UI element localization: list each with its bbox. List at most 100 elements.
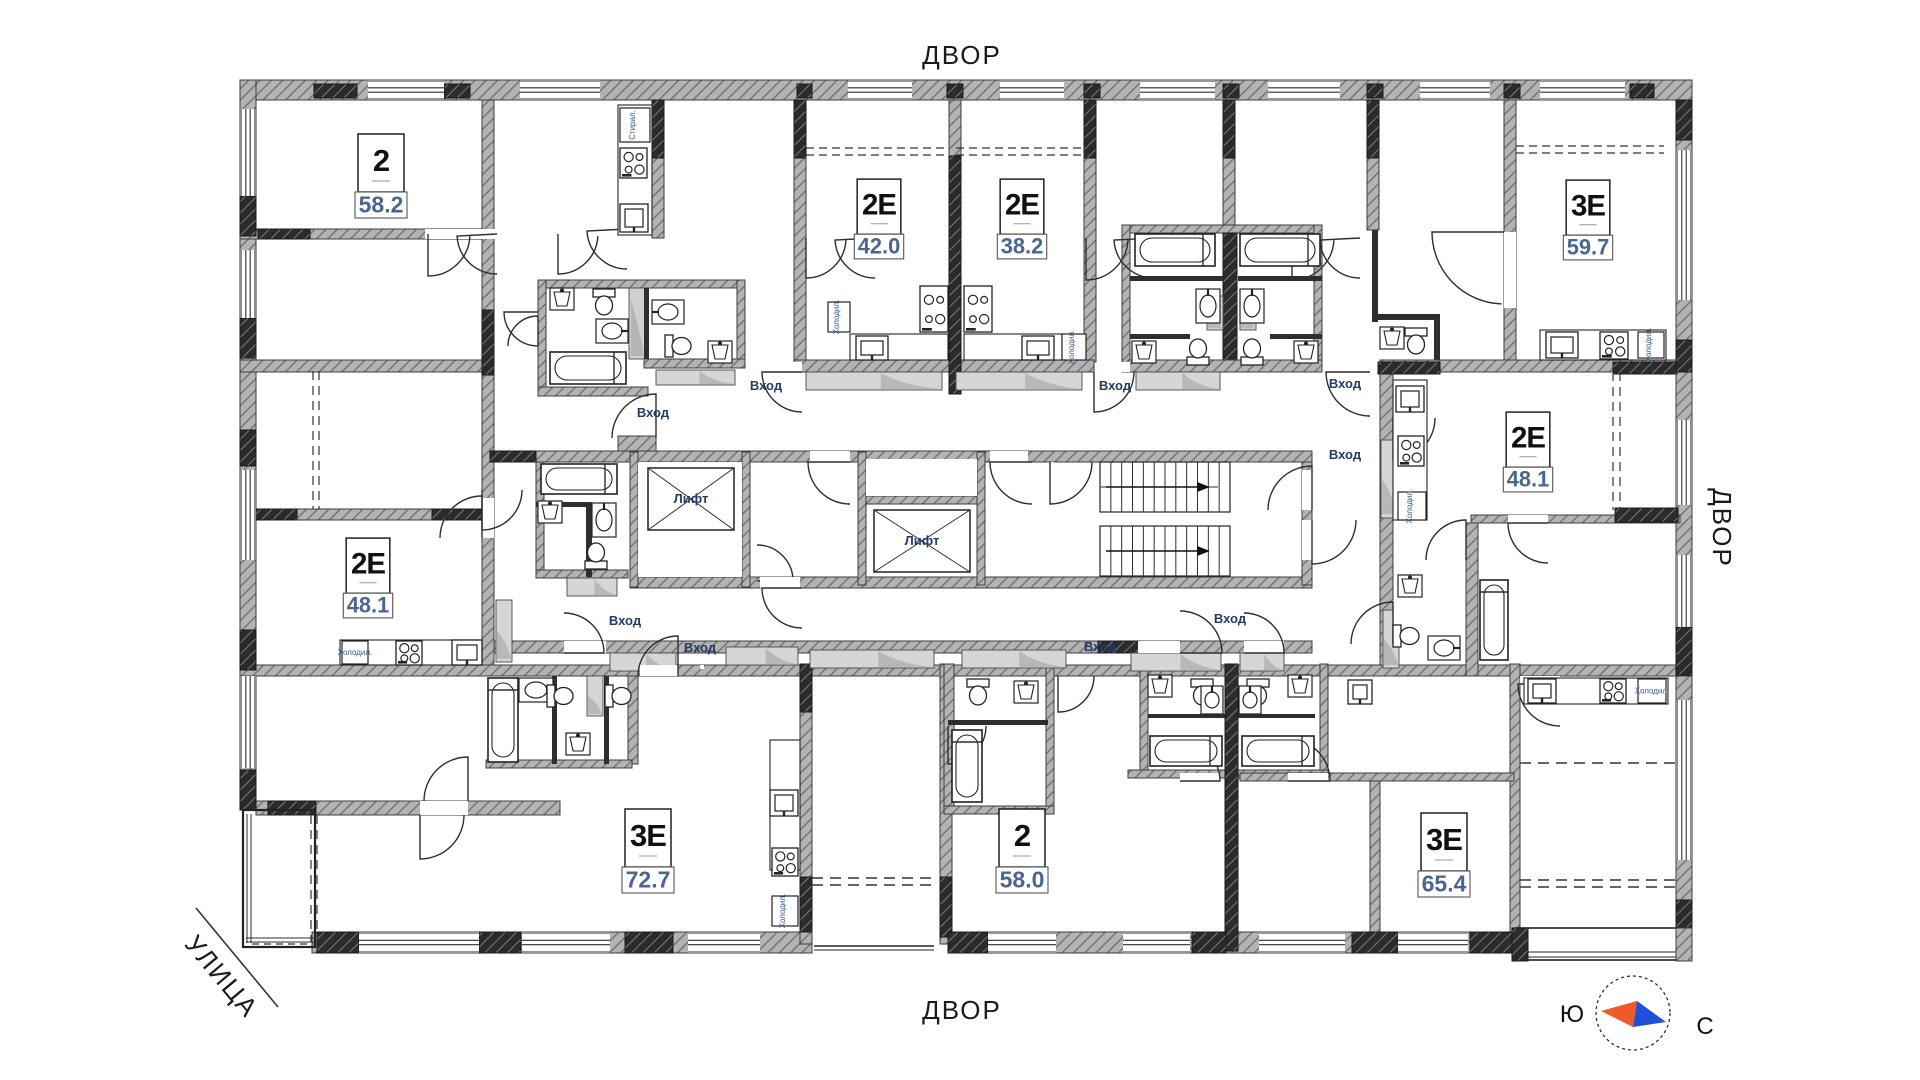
plan-path xyxy=(456,233,498,275)
plan-group xyxy=(1545,331,1579,359)
plan-shape xyxy=(1676,555,1692,627)
plan-shape xyxy=(995,866,1049,894)
plan-shape xyxy=(948,720,1048,725)
plan-path xyxy=(1325,371,1371,417)
plan-shape xyxy=(622,174,632,177)
plan-line xyxy=(647,467,735,531)
entrance-label: Вход xyxy=(1329,447,1362,462)
entrance-label: Вход xyxy=(1214,611,1247,626)
plan-shape xyxy=(1139,663,1149,775)
apartment-area: 59.7 xyxy=(1567,234,1610,259)
plan-shape xyxy=(1637,678,1667,704)
plan-shape xyxy=(976,451,986,586)
plan-shape xyxy=(922,328,932,331)
plan-path xyxy=(989,461,1033,505)
plan-circle xyxy=(967,294,979,305)
plan-circle xyxy=(980,295,989,304)
plan-shape xyxy=(1540,80,1625,100)
plan-circle xyxy=(1142,341,1146,346)
plan-group xyxy=(592,288,616,316)
apartment-area: 38.2 xyxy=(1001,233,1044,258)
plan-ellipse xyxy=(1399,626,1420,646)
plan-circle xyxy=(1024,681,1028,686)
plan-shape xyxy=(848,80,912,100)
plan-shape xyxy=(537,386,649,397)
plan-shape xyxy=(1244,237,1316,263)
appliance-label: Холодил. xyxy=(778,894,787,929)
elevator-core: Лифт Лифт xyxy=(629,451,986,588)
apartment-area: 58.0 xyxy=(1000,866,1045,892)
building: Лифт Лифт Стирал. Холодил. Холодил. Холо… xyxy=(239,79,1693,962)
plan-circle xyxy=(776,864,785,873)
plan-circle xyxy=(1613,691,1624,702)
plan-shape xyxy=(1465,522,1479,677)
plan-shape xyxy=(774,872,784,875)
plan-shape xyxy=(996,233,1048,260)
plan-shape xyxy=(1550,336,1574,354)
plan-path xyxy=(1017,684,1035,700)
plan-circle xyxy=(785,862,796,874)
plan-shape xyxy=(629,451,639,588)
plan-path xyxy=(765,648,797,664)
plan-shape xyxy=(431,508,487,521)
plan-shape xyxy=(564,641,606,653)
plan-path xyxy=(1291,238,1335,281)
plan-shape xyxy=(1351,931,1399,954)
plan-group xyxy=(1195,288,1221,324)
plan-shape xyxy=(939,876,953,938)
plan-shape xyxy=(768,362,802,372)
plan-shape xyxy=(313,83,358,99)
plan-shape xyxy=(853,233,905,260)
plan-path xyxy=(1085,238,1129,281)
plan-group xyxy=(1293,340,1319,364)
plan-shape xyxy=(1366,99,1380,159)
plan-path xyxy=(419,814,465,860)
plan-shape xyxy=(651,99,665,159)
plan-shape xyxy=(796,83,813,99)
plan-circle xyxy=(1614,682,1623,691)
plan-path xyxy=(611,393,657,439)
plan-group xyxy=(546,684,574,708)
plan-circle xyxy=(635,153,644,162)
plan-shape xyxy=(1400,390,1420,408)
plan-shape xyxy=(537,279,744,289)
plan-shape xyxy=(1000,80,1064,100)
plan-shape xyxy=(1302,470,1312,510)
windows xyxy=(240,80,1692,953)
plan-shape xyxy=(1154,739,1218,763)
plan-group xyxy=(855,335,889,361)
plan-shape xyxy=(619,107,651,143)
plan-group xyxy=(1347,679,1373,705)
plan-shape xyxy=(1393,600,1403,644)
plan-group xyxy=(1200,685,1224,715)
plan-shape xyxy=(481,309,495,376)
plan-shape xyxy=(760,577,800,588)
plan-group xyxy=(1147,674,1173,698)
plan-shape xyxy=(1515,927,1689,961)
plan-shape xyxy=(793,99,807,159)
plan-circle xyxy=(576,733,580,738)
plan-line xyxy=(195,907,279,1008)
plan-shape xyxy=(1400,462,1410,465)
plan-path xyxy=(553,291,571,307)
plan-group xyxy=(1527,678,1557,704)
plan-path xyxy=(1113,237,1155,279)
plan-shape xyxy=(482,498,494,538)
plan-path xyxy=(699,371,734,384)
plan-group xyxy=(963,285,993,333)
plan-shape xyxy=(1420,812,1468,872)
plan-group xyxy=(1021,335,1055,361)
plan-path xyxy=(1319,237,1361,279)
plan-shape xyxy=(555,229,627,239)
plan-shape xyxy=(624,931,674,954)
plan-shape xyxy=(342,592,394,619)
plan-shape xyxy=(1130,276,1223,281)
plan-shape xyxy=(955,734,979,798)
plan-shape xyxy=(1676,700,1692,860)
plan-path xyxy=(507,315,539,347)
plan-circle xyxy=(775,851,786,862)
plan-ellipse xyxy=(1406,334,1426,355)
